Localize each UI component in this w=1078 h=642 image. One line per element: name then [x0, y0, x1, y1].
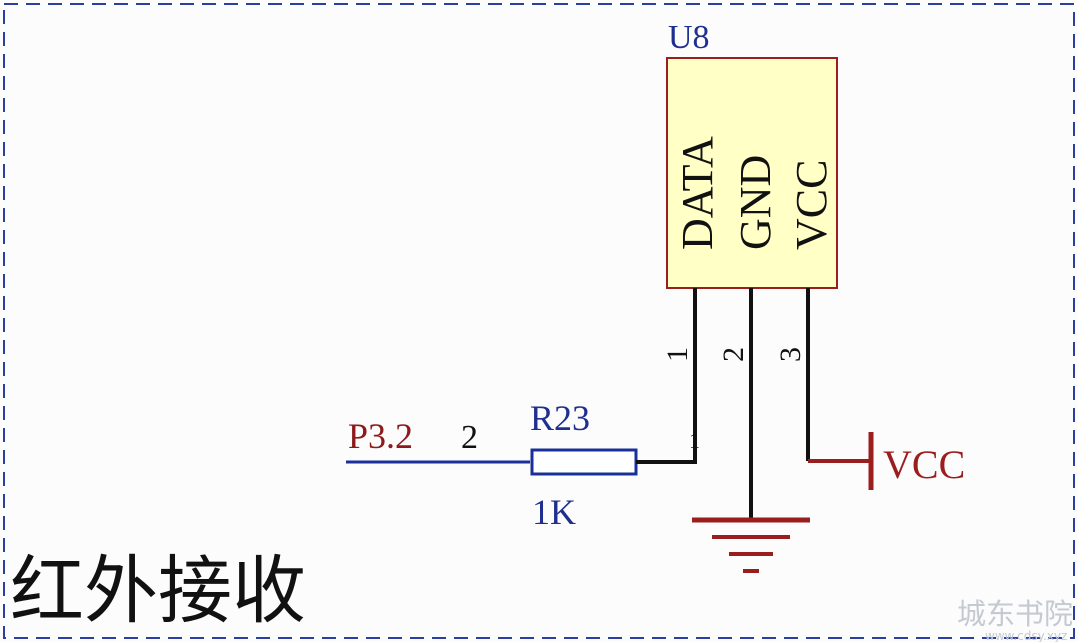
pin-number-2: 2: [717, 347, 750, 362]
vcc-power-port[interactable]: [808, 432, 874, 490]
pin-name-vcc: VCC: [787, 160, 836, 250]
resistor-pin-1-label: 1: [689, 428, 700, 453]
pin-number-1: 1: [661, 347, 694, 362]
vcc-power-label: VCC: [883, 442, 965, 487]
resistor-r23-body[interactable]: [530, 448, 638, 476]
resistor-pin-2-label: 2: [461, 419, 478, 456]
watermark-subtext: www.cdsy.xyz: [985, 629, 1067, 642]
net-label-p32: P3.2: [348, 416, 413, 456]
resistor-designator: R23: [530, 398, 590, 438]
pin-name-gnd: GND: [731, 155, 780, 250]
section-title: 红外接收: [10, 548, 306, 634]
pin-number-3: 3: [774, 347, 807, 362]
watermark-text: 城东书院: [957, 597, 1073, 631]
u8-designator: U8: [668, 19, 710, 56]
resistor-value: 1K: [532, 492, 576, 532]
pin-name-data: DATA: [673, 136, 722, 250]
sheet-frame: [3, 3, 1075, 639]
ground-symbol[interactable]: [692, 517, 810, 573]
u8-component-body[interactable]: [666, 57, 838, 289]
